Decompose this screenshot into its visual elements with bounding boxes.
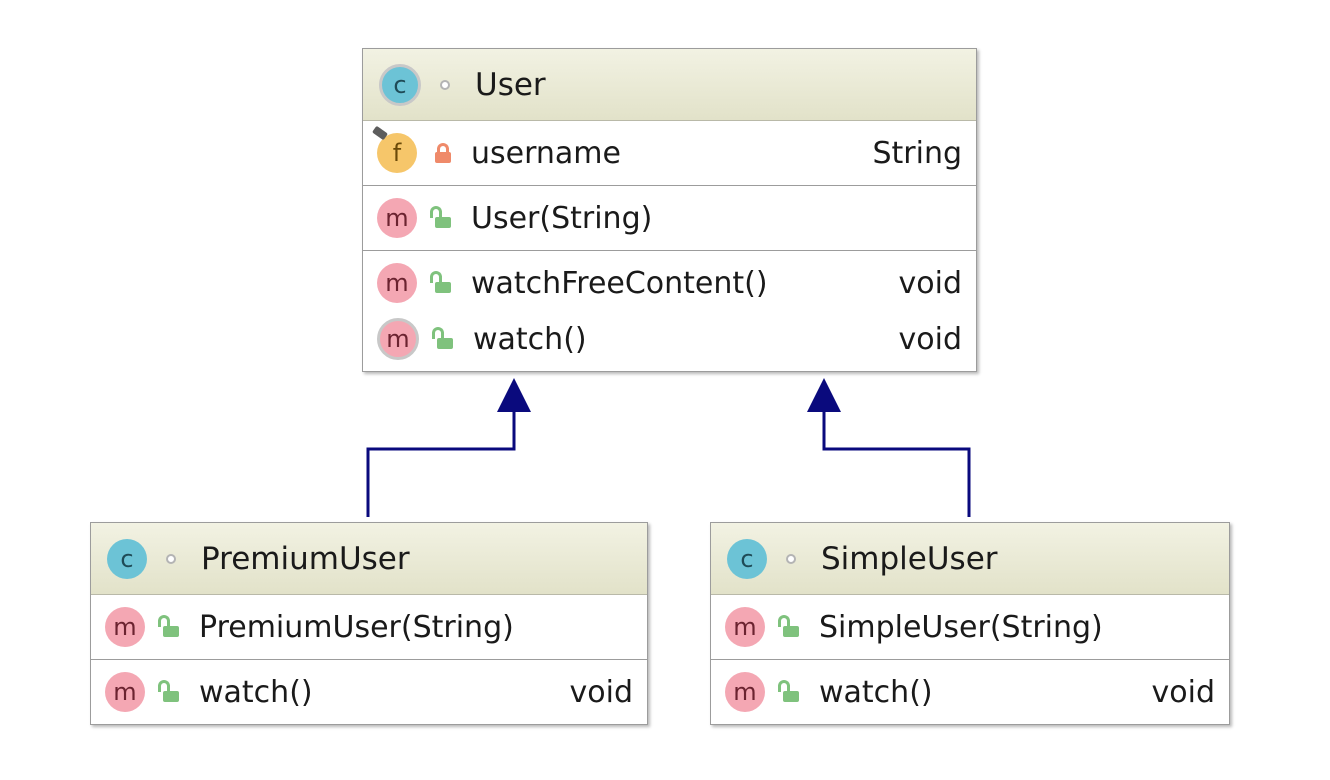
public-unlock-icon: [778, 680, 801, 704]
final-pin-icon: [371, 125, 389, 141]
class-simpleuser[interactable]: c SimpleUser m SimpleUser(String) m watc…: [710, 522, 1230, 725]
private-lock-icon: [433, 141, 453, 165]
constructor-row[interactable]: m User(String): [363, 190, 976, 246]
method-icon: m: [105, 607, 145, 647]
constructor-signature: PremiumUser(String): [199, 609, 514, 645]
public-unlock-icon: [430, 271, 453, 295]
fields-section: f username String: [363, 121, 976, 186]
method-icon: m: [377, 198, 417, 238]
class-premiumuser[interactable]: c PremiumUser m PremiumUser(String) m wa…: [90, 522, 648, 725]
constructor-row[interactable]: m PremiumUser(String): [91, 599, 647, 655]
public-unlock-icon: [158, 680, 181, 704]
field-row[interactable]: f username String: [363, 125, 976, 181]
method-signature: watch(): [473, 321, 587, 357]
constructor-signature: SimpleUser(String): [819, 609, 1103, 645]
constructors-section: m User(String): [363, 186, 976, 251]
package-private-visibility-icon: [165, 553, 177, 565]
class-user[interactable]: c User f username String m User(String): [362, 48, 977, 372]
class-premiumuser-header[interactable]: c PremiumUser: [91, 523, 647, 595]
constructor-row[interactable]: m SimpleUser(String): [711, 599, 1229, 655]
method-row-watchfreecontent[interactable]: m watchFreeContent() void: [363, 255, 976, 311]
methods-section: m watchFreeContent() void m watch() void: [363, 251, 976, 371]
class-icon: c: [727, 538, 767, 579]
generalization-line-premiumuser-to-user: [366, 412, 516, 517]
field-icon-letter: f: [392, 139, 402, 167]
abstract-class-icon: c: [379, 63, 421, 106]
method-signature: watch(): [819, 674, 933, 710]
class-name: SimpleUser: [821, 540, 998, 577]
package-private-visibility-icon: [439, 79, 451, 91]
generalization-line-simpleuser-to-user: [822, 412, 971, 517]
method-return-type: void: [898, 321, 963, 357]
method-icon: m: [377, 263, 417, 303]
generalization-arrowhead-user-right: [807, 378, 841, 412]
method-icon: m: [725, 607, 765, 647]
methods-section: m watch() void: [91, 660, 647, 724]
public-unlock-icon: [778, 615, 801, 639]
method-signature: watch(): [199, 674, 313, 710]
public-unlock-icon: [432, 327, 455, 351]
constructors-section: m SimpleUser(String): [711, 595, 1229, 660]
generalization-arrowhead-user-left: [497, 378, 531, 412]
constructor-signature: User(String): [471, 200, 653, 236]
field-type: String: [872, 135, 962, 171]
field-name: username: [471, 135, 621, 171]
package-private-visibility-icon: [785, 553, 797, 565]
method-row-watch[interactable]: m watch() void: [91, 664, 647, 720]
field-icon: f: [371, 125, 417, 173]
public-unlock-icon: [430, 206, 453, 230]
class-name: PremiumUser: [201, 540, 410, 577]
class-simpleuser-header[interactable]: c SimpleUser: [711, 523, 1229, 595]
method-return-type: void: [898, 265, 963, 301]
method-row-watch[interactable]: m watch() void: [711, 664, 1229, 720]
method-signature: watchFreeContent(): [471, 265, 768, 301]
class-icon: c: [107, 538, 147, 579]
class-user-header[interactable]: c User: [363, 49, 976, 121]
abstract-method-icon: m: [377, 318, 419, 360]
method-return-type: void: [569, 674, 634, 710]
method-row-watch[interactable]: m watch() void: [363, 311, 976, 367]
method-return-type: void: [1151, 674, 1216, 710]
class-name: User: [475, 66, 546, 103]
methods-section: m watch() void: [711, 660, 1229, 724]
public-unlock-icon: [158, 615, 181, 639]
constructors-section: m PremiumUser(String): [91, 595, 647, 660]
method-icon: m: [725, 672, 765, 712]
method-icon: m: [105, 672, 145, 712]
